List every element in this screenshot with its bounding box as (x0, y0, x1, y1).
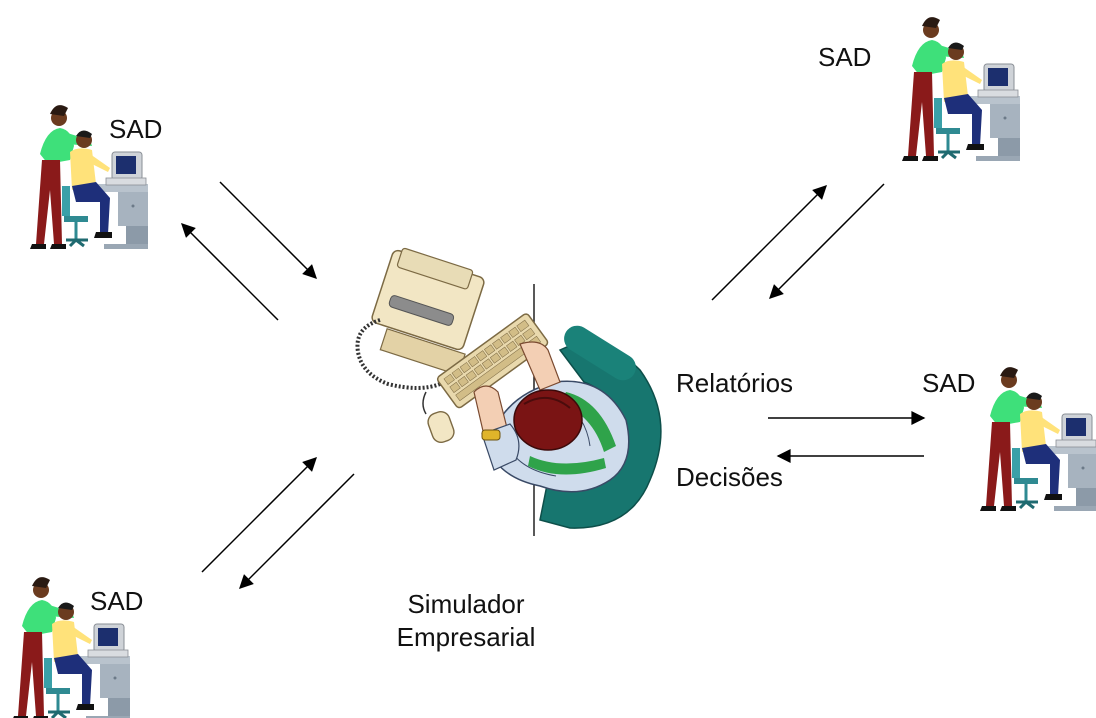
simulator-title-line2: Empresarial (396, 621, 536, 652)
workstation-team-icon-middle-right (978, 365, 1096, 513)
sad-label-top-right: SAD (818, 42, 872, 72)
arrow-to-simulator-top-left (219, 181, 317, 279)
reports-label: Relatórios (676, 368, 794, 398)
workstation-team-icon-top-right (900, 15, 1022, 163)
arrow-to-simulator-bottom-left (201, 457, 317, 573)
arrow-from-simulator-bottom-left (239, 473, 355, 589)
arrow-to-sad-top-right (711, 185, 827, 301)
arrow-from-sad-top-right (769, 183, 885, 299)
operator-at-computer-icon (355, 247, 662, 536)
sad-label-top-left: SAD (109, 114, 163, 144)
arrow-from-simulator-top-left (181, 223, 279, 321)
sad-label-bottom-left: SAD (90, 586, 144, 616)
simulator-title: Simulador Empresarial (376, 588, 556, 653)
simulator-title-line1: Simulador (407, 589, 525, 619)
sad-label-middle-right: SAD (922, 368, 976, 398)
decisions-label: Decisões (676, 462, 783, 492)
